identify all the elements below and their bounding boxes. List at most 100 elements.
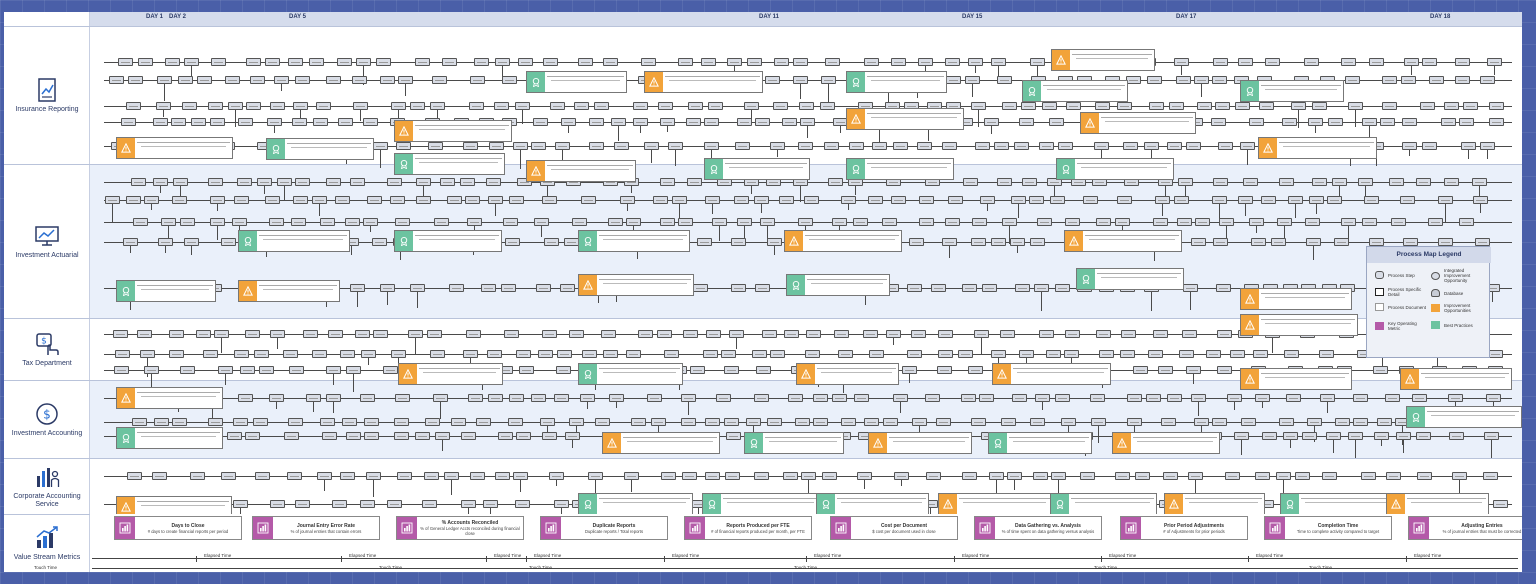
process-step (1251, 238, 1266, 246)
process-step (832, 394, 847, 402)
process-step (267, 118, 282, 126)
process-step (907, 350, 922, 358)
flow-connector (1041, 292, 1042, 311)
metric-subtitle: # days to create financial reports per p… (147, 528, 229, 534)
process-step (1126, 76, 1141, 84)
touch-time-label: Touch Time (1094, 565, 1118, 570)
process-step (1480, 142, 1495, 150)
process-step (483, 500, 498, 508)
metric-icon (685, 517, 705, 539)
process-step (626, 218, 641, 226)
process-step (688, 102, 703, 110)
process-step (342, 418, 357, 426)
process-step (293, 102, 308, 110)
flow-connector (1437, 358, 1438, 368)
flow-connector (828, 84, 829, 102)
improvement-opportunity-card (1240, 368, 1352, 390)
process-step (435, 432, 450, 440)
ribbon-icon (745, 433, 763, 453)
flow-connector (1381, 440, 1382, 446)
process-step (681, 418, 696, 426)
process-step (509, 394, 524, 402)
flow-connector (637, 246, 638, 259)
flow-connector (235, 110, 236, 127)
process-step (303, 330, 318, 338)
process-step (556, 366, 571, 374)
metric-text: Journal Entry Error Rate% of journal ent… (273, 517, 379, 539)
process-step (326, 178, 341, 186)
best-practice-card (1406, 406, 1522, 428)
process-step (246, 58, 261, 66)
metric-text: Adjusting Entries% of journal entries th… (1429, 517, 1522, 539)
flow-connector (679, 204, 680, 219)
metric-text: Prior Period Adjustments# of Adjustments… (1141, 517, 1247, 539)
flow-connector (217, 226, 218, 240)
process-step (1422, 58, 1437, 66)
flow-connector (640, 126, 641, 133)
flow-connector (949, 246, 950, 258)
flow-connector (319, 204, 320, 216)
process-step (121, 118, 136, 126)
process-step (601, 330, 616, 338)
process-step (513, 142, 528, 150)
process-step (902, 366, 917, 374)
process-step (133, 218, 148, 226)
flow-connector (1245, 204, 1246, 216)
process-step (465, 196, 480, 204)
best-practice-card (988, 432, 1092, 454)
metric-icon (115, 517, 135, 539)
process-step (531, 394, 546, 402)
process-step (1353, 394, 1368, 402)
process-step (442, 58, 457, 66)
flow-connector (1241, 440, 1242, 455)
process-step (1179, 350, 1194, 358)
process-step (363, 218, 378, 226)
card-text-placeholder (1075, 159, 1173, 179)
process-step (569, 418, 584, 426)
elapsed-time-label: Elapsed Time (1256, 553, 1284, 558)
process-step (320, 218, 335, 226)
process-step (410, 284, 425, 292)
process-step (295, 76, 310, 84)
process-step (538, 350, 553, 358)
process-step (968, 58, 983, 66)
metric-title: Prior Period Adjustments (1163, 522, 1225, 529)
process-step (182, 102, 197, 110)
elapsed-time-label: Elapsed Time (204, 553, 232, 558)
process-step (383, 366, 398, 374)
metric-card: Adjusting Entries% of journal entries th… (1408, 516, 1522, 540)
process-step (1382, 102, 1397, 110)
warning-icon (1387, 494, 1405, 514)
process-step (126, 102, 141, 110)
card-text-placeholder (1299, 494, 1396, 514)
process-step-icon (1375, 271, 1384, 279)
process-step (335, 196, 350, 204)
process-step (184, 238, 199, 246)
card-text-placeholder (135, 388, 222, 408)
flow-connector (556, 480, 557, 486)
process-step (704, 118, 719, 126)
card-text-placeholder (1425, 407, 1521, 427)
process-step (228, 102, 243, 110)
process-step (962, 472, 977, 480)
timeline-tick (486, 556, 487, 562)
process-step (173, 178, 188, 186)
day-label: DAY 18 (1430, 14, 1451, 20)
process-step (664, 350, 679, 358)
flow-connector (217, 204, 218, 211)
process-step (1051, 472, 1066, 480)
process-step (1177, 218, 1192, 226)
svg-text:$: $ (43, 407, 51, 421)
process-step (1461, 142, 1476, 150)
flow-connector (631, 186, 632, 193)
process-step (712, 218, 727, 226)
process-step (1255, 394, 1270, 402)
process-step (543, 58, 558, 66)
improvement-opportunity-card (992, 363, 1111, 385)
process-step (1066, 102, 1081, 110)
process-step (991, 350, 1006, 358)
warning-icon (1113, 433, 1131, 453)
legend-label: Process Step (1388, 272, 1415, 278)
process-step (113, 330, 128, 338)
process-step (127, 472, 142, 480)
